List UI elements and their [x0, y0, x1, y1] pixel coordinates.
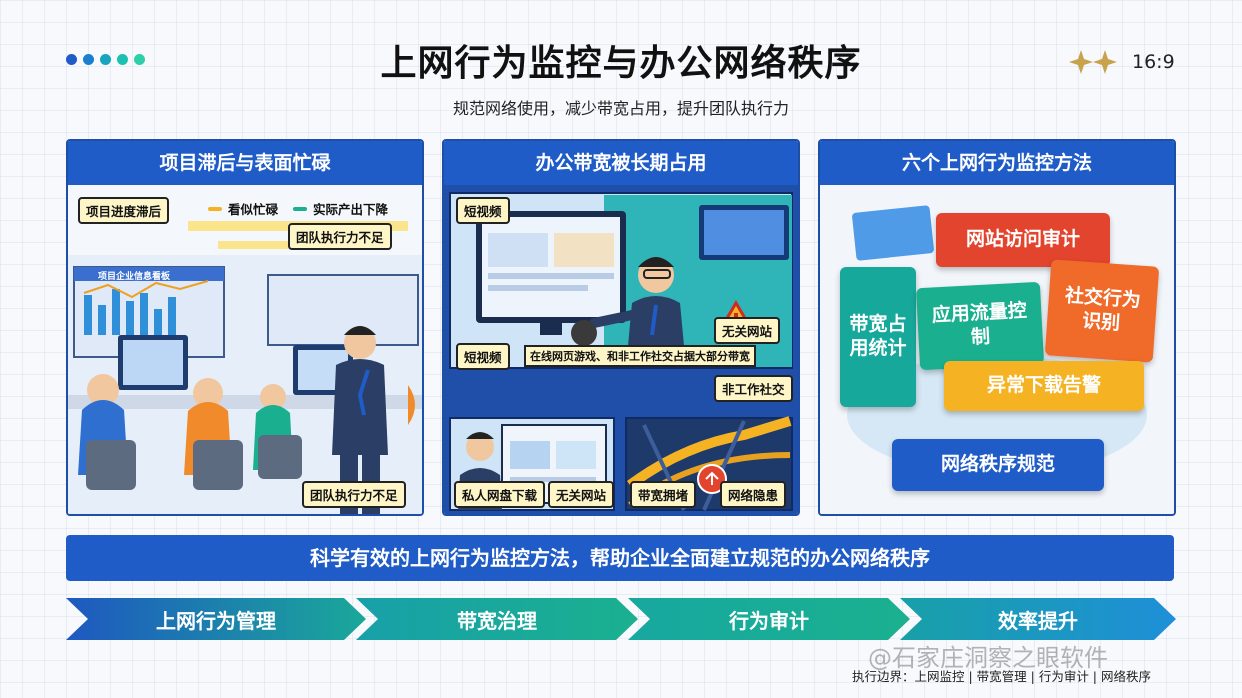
dot-1 [66, 54, 77, 65]
sparkle-icon [1069, 50, 1117, 74]
tag-social: 非工作社交 [714, 375, 793, 402]
method-site-audit: 网站访问审计 [936, 213, 1110, 267]
step-efficiency: 效率提升 [900, 598, 1176, 640]
legend-busy-swatch [208, 206, 222, 211]
process-steps: 上网行为管理 带宽治理 行为审计 效率提升 [66, 598, 1176, 640]
method-download-alert: 异常下载告警 [944, 361, 1144, 411]
method-social-detect: 社交行为识别 [1044, 259, 1160, 363]
tag-short-video-top: 短视频 [456, 197, 510, 224]
bandwidth-caption: 在线网页游戏、和非工作社交占据大部分带宽 [524, 345, 756, 367]
legend-busy: 看似忙碌 [208, 199, 278, 218]
method-network-order: 网络秩序规范 [892, 439, 1104, 491]
step-bandwidth: 带宽治理 [356, 598, 638, 640]
summary-banner: 科学有效的上网行为监控方法，帮助企业全面建立规范的办公网络秩序 [66, 535, 1174, 581]
method-app-traffic: 应用流量控制 [915, 281, 1045, 371]
tag-project-delay: 项目进度滞后 [78, 197, 170, 224]
panel-title: 项目滞后与表面忙碌 [68, 141, 422, 185]
aspect-ratio: 16:9 [1132, 51, 1175, 73]
office-illustration: 项目进度滞后 看似忙碌 实际产出下降 团队执行力不足 项目企业信息看板 团队执行… [68, 185, 422, 514]
panel-title: 办公带宽被长期占用 [444, 141, 798, 185]
methods-illustration: 网站访问审计 带宽占用统计 应用流量控制 社交行为识别 异常下载告警 网络秩序规… [820, 185, 1174, 514]
tag-exec-bottom: 团队执行力不足 [302, 481, 406, 508]
panel-project-delay: 项目滞后与表面忙碌 [66, 139, 424, 516]
brand-dots [66, 54, 145, 65]
dot-4 [117, 54, 128, 65]
panel-bandwidth: 办公带宽被长期占用 [442, 139, 800, 516]
screen-title: 项目企业信息看板 [98, 272, 171, 282]
dot-2 [83, 54, 94, 65]
ratio-badge: 16:9 [1068, 48, 1175, 76]
legend-output-label: 实际产出下降 [313, 202, 389, 217]
page-title: 上网行为监控与办公网络秩序 [380, 43, 862, 84]
tag-network-risk: 网络隐患 [720, 481, 787, 508]
tag-exec-top: 团队执行力不足 [288, 223, 392, 250]
method-bandwidth-stats: 带宽占用统计 [840, 267, 916, 407]
tag-private-disk: 私人网盘下载 [454, 481, 546, 508]
page-subtitle: 规范网络使用，减少带宽占用，提升团队执行力 [452, 99, 789, 118]
legend-busy-label: 看似忙碌 [228, 202, 279, 217]
legend-output: 实际产出下降 [293, 199, 388, 218]
panel-methods: 六个上网行为监控方法 网站访问审计 带宽占用统计 应用流量控制 社交行为识别 异… [818, 139, 1176, 516]
tag-irrelevant-bottom: 无关网站 [548, 481, 615, 508]
footer-scope: 执行边界：上网监控 | 带宽管理 | 行为审计 | 网络秩序 [852, 669, 1151, 684]
tag-short-video-bottom: 短视频 [456, 343, 510, 370]
tag-congestion: 带宽拥堵 [630, 481, 697, 508]
bandwidth-illustration: 短视频 无关网站 短视频 在线网页游戏、和非工作社交占据大部分带宽 非工作社交 … [444, 185, 798, 514]
panel-title: 六个上网行为监控方法 [820, 141, 1174, 185]
legend-output-swatch [293, 206, 307, 211]
step-internet-behavior: 上网行为管理 [66, 598, 366, 640]
dot-5 [134, 54, 145, 65]
dot-3 [100, 54, 111, 65]
step-audit: 行为审计 [628, 598, 910, 640]
watermark: @石家庄洞察之眼软件 [868, 644, 1108, 672]
tag-irrelevant-top: 无关网站 [714, 317, 781, 344]
